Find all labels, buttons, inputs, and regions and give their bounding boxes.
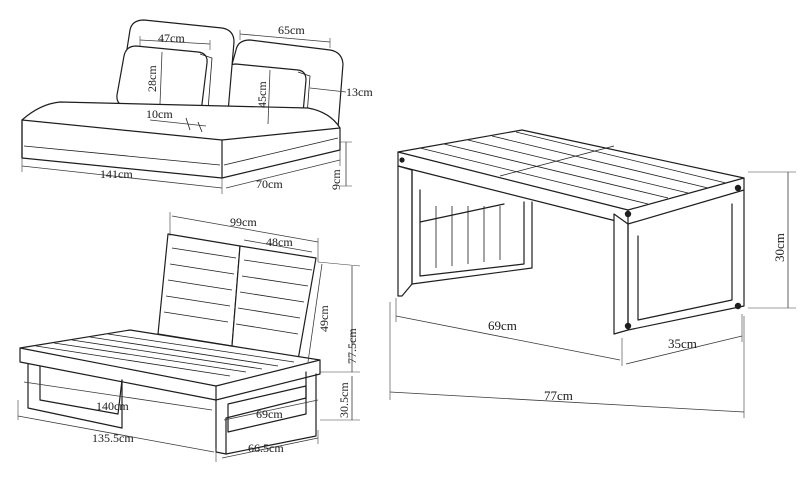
tabletop — [397, 129, 745, 211]
bolt-icon — [624, 322, 632, 330]
dim-seat-thickness: 9cm — [329, 169, 343, 190]
dim-back-cushion-large-height: 45cm — [255, 81, 269, 108]
bolt-icon — [624, 210, 632, 218]
table-leg-frame-right — [613, 213, 629, 335]
dim-seat-length: 141cm — [100, 167, 133, 181]
dim-total-height: 77.5cm — [345, 328, 359, 364]
dim-sofa-seat-depth: 69cm — [256, 407, 283, 421]
bolt-icon — [399, 157, 405, 163]
dimension-labels: 47cm 65cm 28cm 45cm 13cm 10cm 141cm 70cm… — [92, 23, 787, 455]
dim-back-cushion-large-width: 65cm — [278, 23, 305, 37]
backrest-left — [157, 233, 241, 347]
dim-sofa-seat-length: 140cm — [96, 399, 129, 413]
seat-cushion — [21, 101, 341, 179]
table-leg-frame-left — [397, 165, 413, 297]
bolt-icon — [734, 184, 742, 192]
dim-seat-depth: 70cm — [256, 177, 283, 191]
dim-frame-length: 135.5cm — [92, 431, 134, 445]
dim-frame-depth: 66.5cm — [248, 441, 284, 455]
dim-back-cushion-height: 28cm — [145, 65, 159, 92]
backrest-right — [231, 245, 317, 361]
dim-back-cushion-width: 47cm — [158, 31, 185, 45]
dim-table-depth: 35cm — [668, 336, 697, 351]
dim-overall-length: 77cm — [544, 388, 573, 403]
dim-back-cushion-thickness: 13cm — [346, 85, 373, 99]
dim-table-length: 69cm — [488, 318, 517, 333]
dim-backrest-height: 49cm — [317, 305, 331, 332]
frame-leg-front — [27, 363, 123, 429]
coffee-table-drawing — [389, 129, 796, 418]
dim-back-cushion-thickness-small: 10cm — [146, 107, 173, 121]
dim-seat-height: 30.5cm — [337, 382, 351, 418]
dim-back-total-width: 99cm — [230, 215, 257, 229]
dim-backrest-width: 48cm — [266, 235, 293, 249]
dim-table-height: 30cm — [772, 233, 787, 262]
cushion-set-drawing — [21, 19, 352, 194]
sofa-frame-drawing — [17, 212, 361, 462]
bolt-icon — [734, 302, 742, 310]
